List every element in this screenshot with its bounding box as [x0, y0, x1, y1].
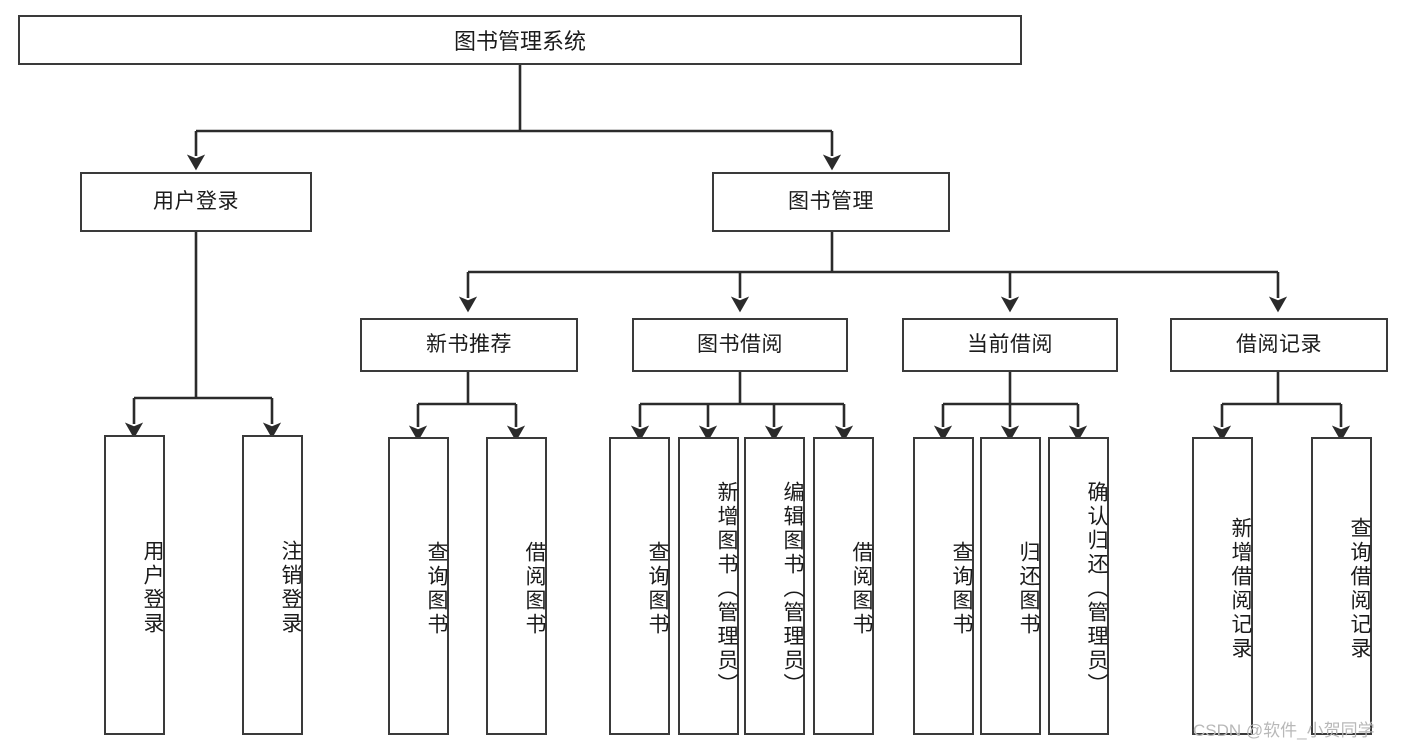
node-label: 借阅图书	[523, 541, 546, 637]
leaf-confirm-return[interactable]: 确认归还（管理员）	[1048, 437, 1109, 735]
node-label: 注销登录	[279, 540, 302, 636]
node-label: 查询图书	[950, 541, 973, 637]
leaf-query-book-borrow[interactable]: 查询图书	[609, 437, 670, 735]
leaf-query-book-recommend[interactable]: 查询图书	[388, 437, 449, 735]
node-label: 编辑图书（管理员）	[781, 481, 804, 697]
node-label: 图书管理系统	[453, 29, 586, 54]
node-root-system[interactable]: 图书管理系统	[18, 15, 1022, 65]
csdn-watermark: CSDN @软件_小贺同学	[1193, 721, 1375, 740]
leaf-edit-book[interactable]: 编辑图书（管理员）	[744, 437, 805, 735]
leaf-add-book[interactable]: 新增图书（管理员）	[678, 437, 739, 735]
leaf-borrow-book-recommend[interactable]: 借阅图书	[486, 437, 547, 735]
node-label: 新增借阅记录	[1229, 517, 1252, 661]
node-borrow-record[interactable]: 借阅记录	[1170, 318, 1388, 372]
leaf-user-login[interactable]: 用户登录	[104, 435, 165, 735]
node-label: 借阅记录	[1236, 333, 1322, 357]
leaf-borrow-book[interactable]: 借阅图书	[813, 437, 874, 735]
node-label: 新增图书（管理员）	[715, 481, 738, 697]
leaf-add-borrow-record[interactable]: 新增借阅记录	[1192, 437, 1253, 735]
node-label: 确认归还（管理员）	[1085, 481, 1108, 697]
leaf-logout-login[interactable]: 注销登录	[242, 435, 303, 735]
node-label: 查询图书	[646, 541, 669, 637]
node-label: 用户登录	[141, 540, 164, 636]
node-label: 当前借阅	[967, 333, 1053, 357]
node-book-borrow[interactable]: 图书借阅	[632, 318, 848, 372]
node-new-book-recommend[interactable]: 新书推荐	[360, 318, 578, 372]
leaf-query-borrow-record[interactable]: 查询借阅记录	[1311, 437, 1372, 735]
node-label: 图书借阅	[697, 333, 783, 357]
node-label: 用户登录	[153, 190, 239, 214]
node-current-borrow[interactable]: 当前借阅	[902, 318, 1118, 372]
node-book-manage[interactable]: 图书管理	[712, 172, 950, 232]
node-user-login[interactable]: 用户登录	[80, 172, 312, 232]
node-label: 查询图书	[425, 541, 448, 637]
node-label: 图书管理	[788, 190, 874, 214]
leaf-return-book[interactable]: 归还图书	[980, 437, 1041, 735]
node-label: 查询借阅记录	[1348, 517, 1371, 661]
node-label: 借阅图书	[850, 541, 873, 637]
node-label: 新书推荐	[426, 333, 512, 357]
leaf-query-book-current[interactable]: 查询图书	[913, 437, 974, 735]
node-label: 归还图书	[1017, 541, 1040, 637]
